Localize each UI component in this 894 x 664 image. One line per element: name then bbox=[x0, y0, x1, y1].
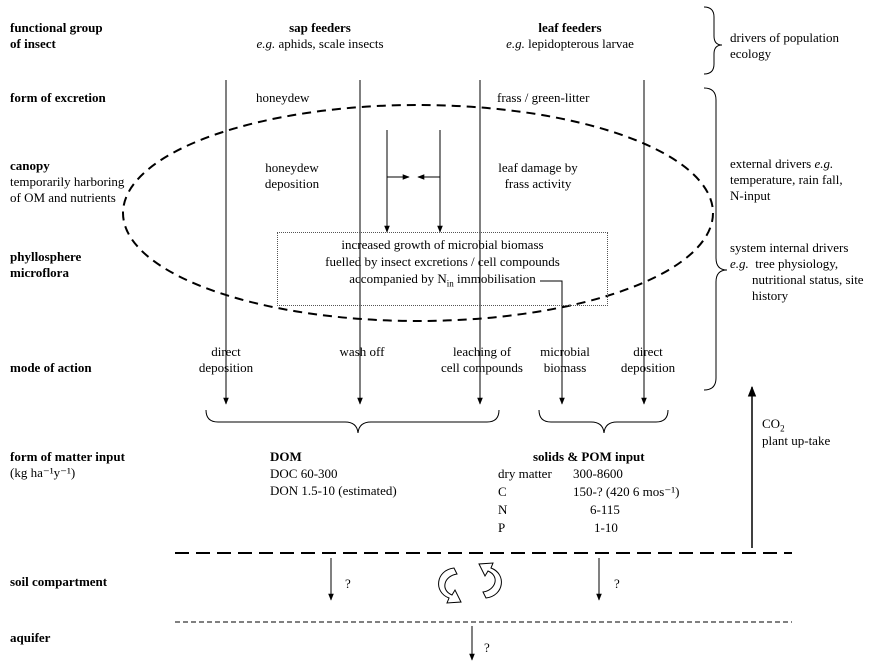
leaf-damage: leaf damage by frass activity bbox=[498, 160, 578, 191]
sap-excretion: honeydew bbox=[256, 90, 310, 105]
brace-dom bbox=[205, 409, 500, 434]
mode-direct-deposition-left: direct deposition bbox=[198, 344, 254, 375]
mode-wash-off: wash off bbox=[339, 344, 385, 359]
drivers-external: external drivers e.g. bbox=[730, 156, 834, 171]
pom-value-p: 1-10 bbox=[594, 520, 618, 535]
honeydew-deposition: honeydew deposition bbox=[264, 160, 320, 191]
unknown-aquifer: ? bbox=[484, 640, 490, 655]
pom-label-dry-matter: dry matter bbox=[498, 466, 552, 481]
canopy-ellipse bbox=[122, 104, 714, 322]
dom-don: DON 1.5-10 (estimated) bbox=[270, 483, 397, 498]
label-functional-group: functional group of insect bbox=[10, 20, 103, 51]
drivers-internal-rest: tree physiology, nutritional status, sit… bbox=[752, 256, 864, 303]
drivers-internal-eg: e.g. bbox=[730, 256, 749, 271]
unknown-soil-right: ? bbox=[614, 576, 620, 591]
brace-drivers bbox=[703, 87, 728, 391]
unknown-soil-left: ? bbox=[345, 576, 351, 591]
label-soil-compartment: soil compartment bbox=[10, 574, 108, 589]
label-canopy: canopy bbox=[10, 158, 50, 173]
pom-value-n: 6-115 bbox=[590, 502, 620, 517]
drivers-internal: system internal drivers bbox=[730, 240, 849, 255]
label-form-of-excretion: form of excretion bbox=[10, 90, 106, 105]
leaf-excretion: frass / green-litter bbox=[497, 90, 590, 105]
label-form-of-matter: form of matter input bbox=[10, 449, 125, 464]
pom-label-n: N bbox=[498, 502, 508, 517]
leaf-feeders-examples: e.g. lepidopterous larvae bbox=[506, 36, 634, 51]
pom-value-dry-matter: 300-8600 bbox=[573, 466, 623, 481]
co2-uptake: plant up-take bbox=[762, 433, 831, 448]
microbial-box bbox=[277, 232, 608, 306]
label-mode-of-action: mode of action bbox=[10, 360, 92, 375]
brace-population bbox=[703, 6, 723, 75]
leaf-feeders-title: leaf feeders bbox=[538, 20, 602, 35]
mode-microbial-biomass: microbial biomass bbox=[540, 344, 590, 375]
pom-title: solids & POM input bbox=[533, 449, 645, 464]
microbial-line-3: accompanied by Nin immobilisation bbox=[349, 271, 536, 289]
sap-feeders-examples: e.g. aphids, scale insects bbox=[256, 36, 384, 51]
pom-label-p: P bbox=[498, 520, 506, 535]
drivers-population: drivers of population ecology bbox=[730, 30, 840, 61]
drivers-external-rest: temperature, rain fall, N-input bbox=[730, 172, 843, 203]
dom-title: DOM bbox=[270, 449, 302, 464]
label-aquifer: aquifer bbox=[10, 630, 51, 645]
pom-value-c: 150-? (420 6 mos⁻¹) bbox=[573, 484, 680, 499]
brace-pom bbox=[538, 409, 669, 434]
label-matter-unit: (kg ha⁻¹y⁻¹) bbox=[10, 465, 76, 480]
label-phyllosphere: phyllosphere microflora bbox=[10, 249, 82, 280]
mode-direct-deposition-right: direct deposition bbox=[620, 344, 676, 375]
microbial-line-1: increased growth of microbial biomass bbox=[341, 237, 544, 252]
pom-label-c: C bbox=[498, 484, 507, 499]
co2-label: CO2 bbox=[762, 416, 785, 434]
sap-feeders-title: sap feeders bbox=[289, 20, 351, 35]
microbial-line-2: fuelled by insect excretions / cell comp… bbox=[325, 254, 560, 269]
arrow-microbial-biomass bbox=[540, 280, 565, 405]
dom-doc: DOC 60-300 bbox=[270, 466, 338, 481]
mode-leaching: leaching of cell compounds bbox=[441, 344, 523, 375]
cycle-icon bbox=[438, 562, 502, 604]
label-canopy-sub: temporarily harboring of OM and nutrient… bbox=[10, 174, 125, 205]
